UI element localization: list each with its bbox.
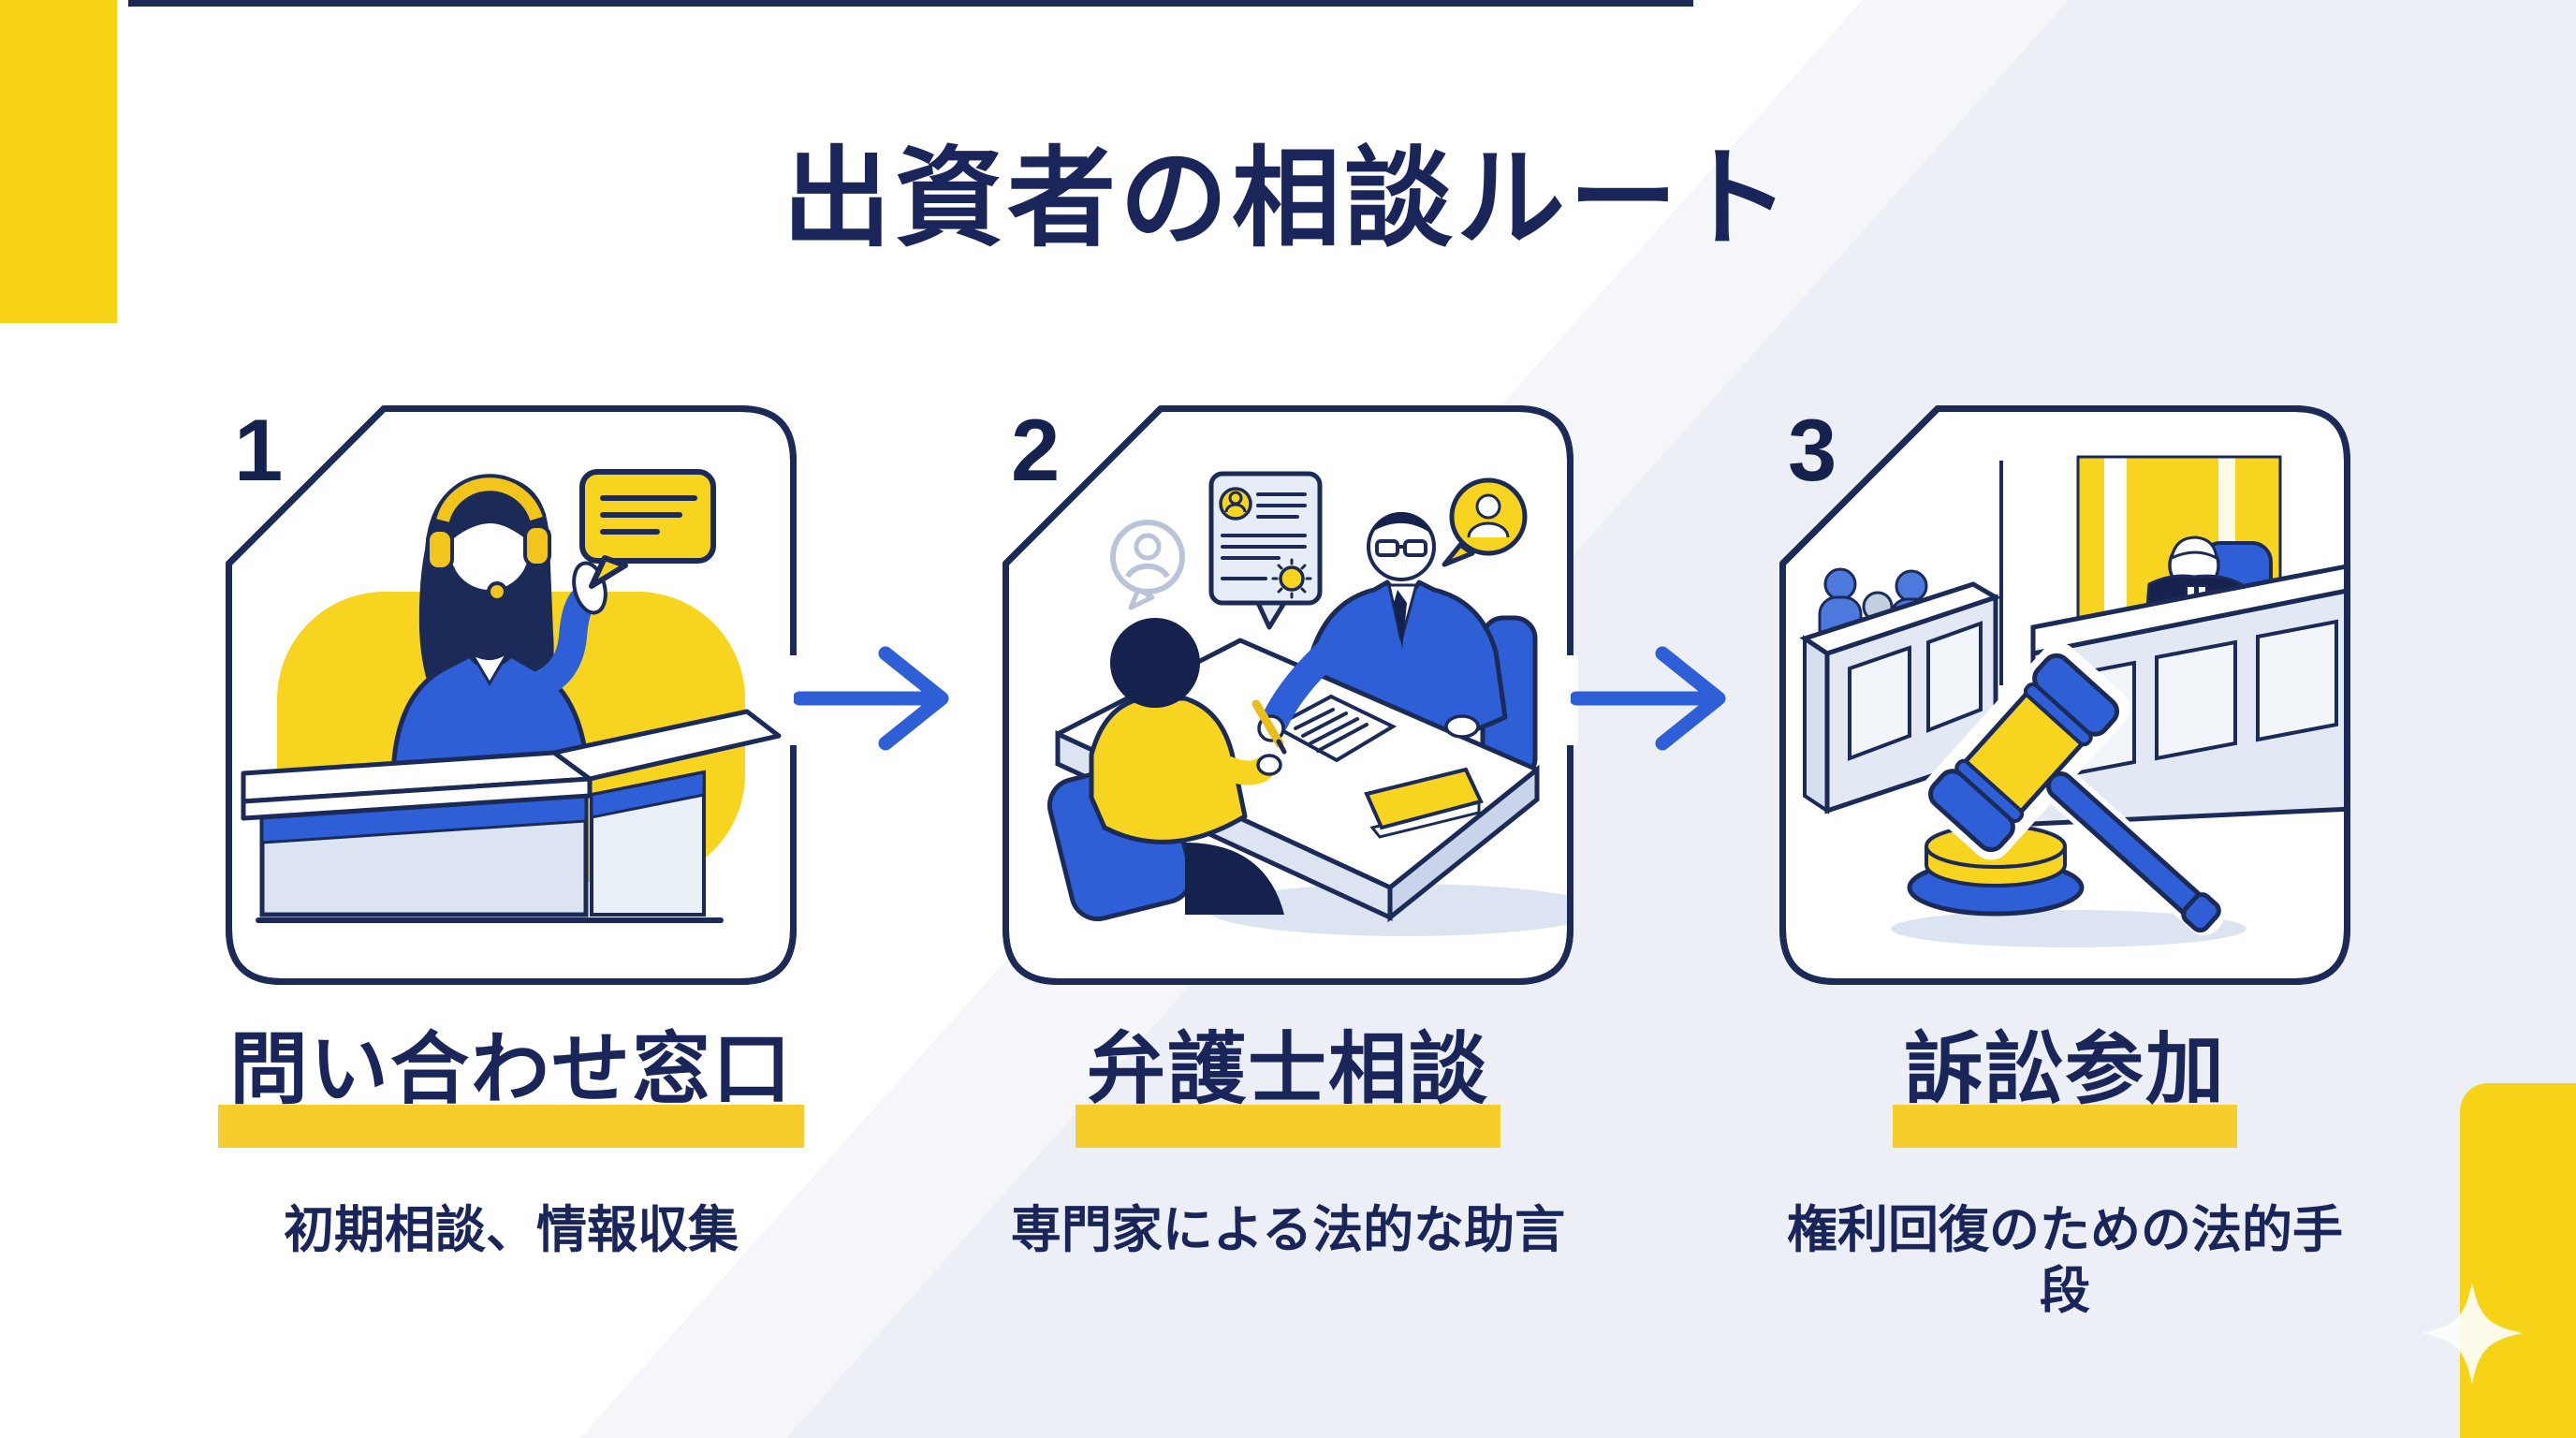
step-number: 1 [234, 401, 284, 499]
floor-shadow [1208, 884, 1571, 936]
step-label-1: 問い合わせ窓口 [217, 1025, 805, 1148]
headset-icon [436, 477, 543, 523]
step-label-row: 問い合わせ窓口 [217, 1025, 805, 1148]
step-label-row: 弁護士相談 [1002, 1025, 1574, 1148]
lawyer-arms [1251, 636, 1484, 755]
navy-top-rule [128, 0, 1693, 7]
page-title: 出資者の相談ルート [783, 138, 1793, 259]
yellow-book [1364, 767, 1484, 830]
step-label-3: 訴訟参加 [1892, 1025, 2238, 1148]
yellow-corner-bar-top-left [0, 0, 117, 323]
step-number: 3 [1788, 401, 1837, 499]
person-bubble-yellow-icon [1442, 477, 1528, 567]
speech-bubble-icon [579, 469, 716, 589]
right-arrow-icon [1571, 646, 1726, 751]
pen-icon [1251, 699, 1284, 748]
gavel-icon [1907, 642, 2225, 936]
step-number: 2 [1011, 401, 1061, 499]
step-description-2: 専門家による法的な助言 [1010, 1202, 1566, 1258]
step-card-1: 1 [225, 404, 798, 986]
gavel-shadow [1891, 910, 2247, 947]
illustration-call-center [226, 405, 797, 985]
right-arrow-icon [794, 646, 949, 751]
client-figure [1046, 618, 1284, 922]
contract-paper [1270, 694, 1398, 763]
step-card-3: 3 [1778, 404, 2351, 986]
sparkle-icon [2422, 1283, 2523, 1384]
step-card-2: 2 [1002, 404, 1574, 986]
illustration-courtroom [1779, 405, 2350, 985]
step-description-3: 権利回復のための法的手段 [1787, 1202, 2343, 1319]
person-bubble-icon [1110, 520, 1185, 610]
yellow-corner-bar-bottom-right [2460, 1083, 2576, 1438]
step-description-1: 初期相談、情報収集 [284, 1202, 739, 1258]
step-label-row: 訴訟参加 [1778, 1025, 2351, 1148]
illustration-lawyer-consultation [1003, 405, 1573, 985]
step-label-2: 弁護士相談 [1075, 1025, 1501, 1148]
reception-desk [241, 709, 782, 923]
document-bubble-icon [1208, 471, 1323, 630]
